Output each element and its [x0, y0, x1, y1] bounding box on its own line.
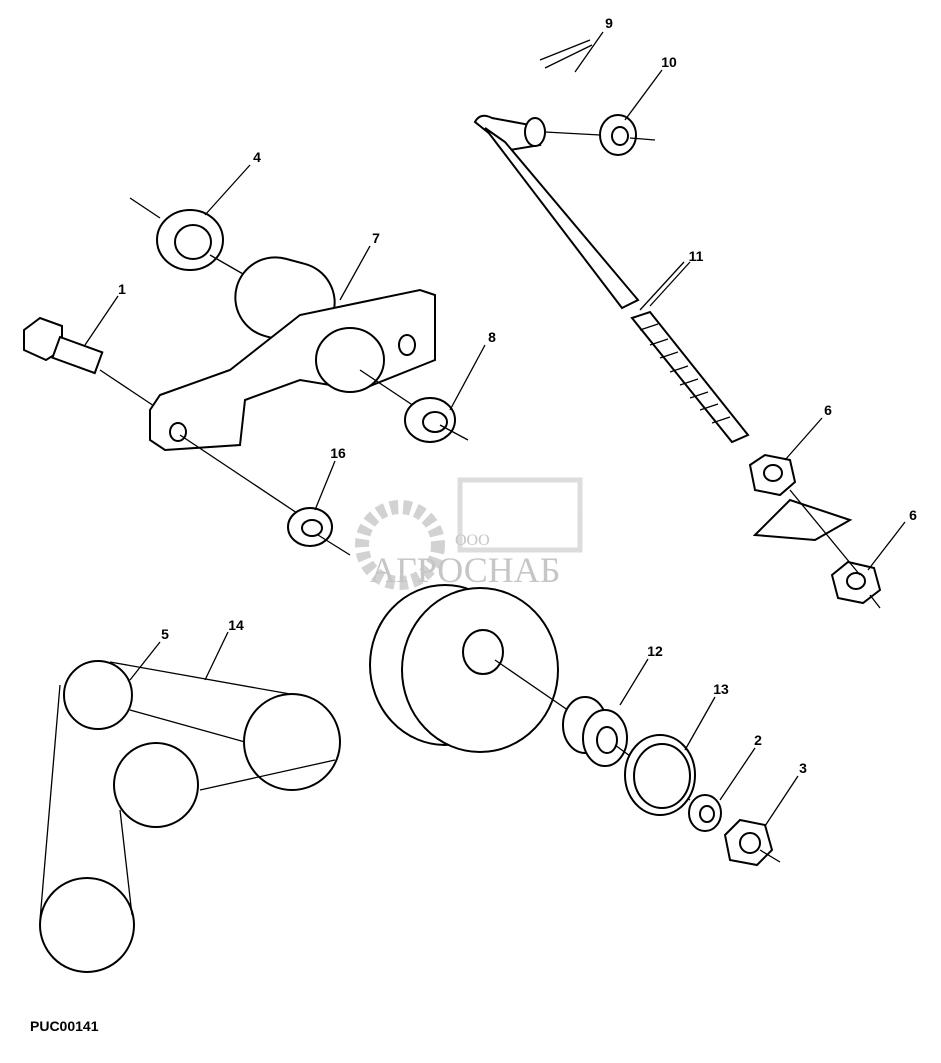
part-snap-ring	[624, 734, 696, 816]
part-tension-arm	[149, 256, 436, 516]
part-threaded-rod	[630, 310, 750, 444]
callout-16: 16	[330, 445, 346, 461]
part-washer	[688, 794, 722, 832]
part-pulley	[369, 584, 576, 753]
callout-5: 5	[161, 626, 169, 642]
part-washer	[599, 114, 656, 156]
callout-6a: 6	[824, 402, 832, 418]
callouts: 1 2 3 4 5 6 6 7 8 9 10 11 12 13 14 16	[118, 15, 917, 776]
callout-3: 3	[799, 760, 807, 776]
callout-4: 4	[253, 149, 261, 165]
callout-13: 13	[713, 681, 729, 697]
callout-12: 12	[647, 643, 663, 659]
callout-1: 1	[118, 281, 126, 297]
part-rod	[473, 39, 750, 444]
callout-6b: 6	[909, 507, 917, 523]
part-nut	[723, 818, 781, 867]
callout-8: 8	[488, 329, 496, 345]
watermark-logo: ООО АГРОСНАБ	[355, 477, 583, 590]
callout-2: 2	[754, 732, 762, 748]
callout-7: 7	[372, 230, 380, 246]
callout-11: 11	[689, 248, 704, 264]
part-nut	[748, 453, 882, 609]
callout-14: 14	[228, 617, 244, 633]
belt-routing	[39, 660, 341, 973]
figure-code: PUC00141	[30, 1018, 99, 1034]
watermark-brand-text: АГРОСНАБ	[370, 550, 560, 590]
watermark-small-text: ООО	[455, 532, 490, 549]
callout-9: 9	[605, 15, 613, 31]
part-circlip	[404, 397, 469, 443]
part-bolt	[23, 316, 161, 411]
part-bearing	[562, 696, 691, 801]
leader-lines	[84, 31, 906, 827]
part-washer	[129, 197, 251, 279]
callout-10: 10	[661, 54, 677, 70]
part-washer	[287, 507, 351, 556]
